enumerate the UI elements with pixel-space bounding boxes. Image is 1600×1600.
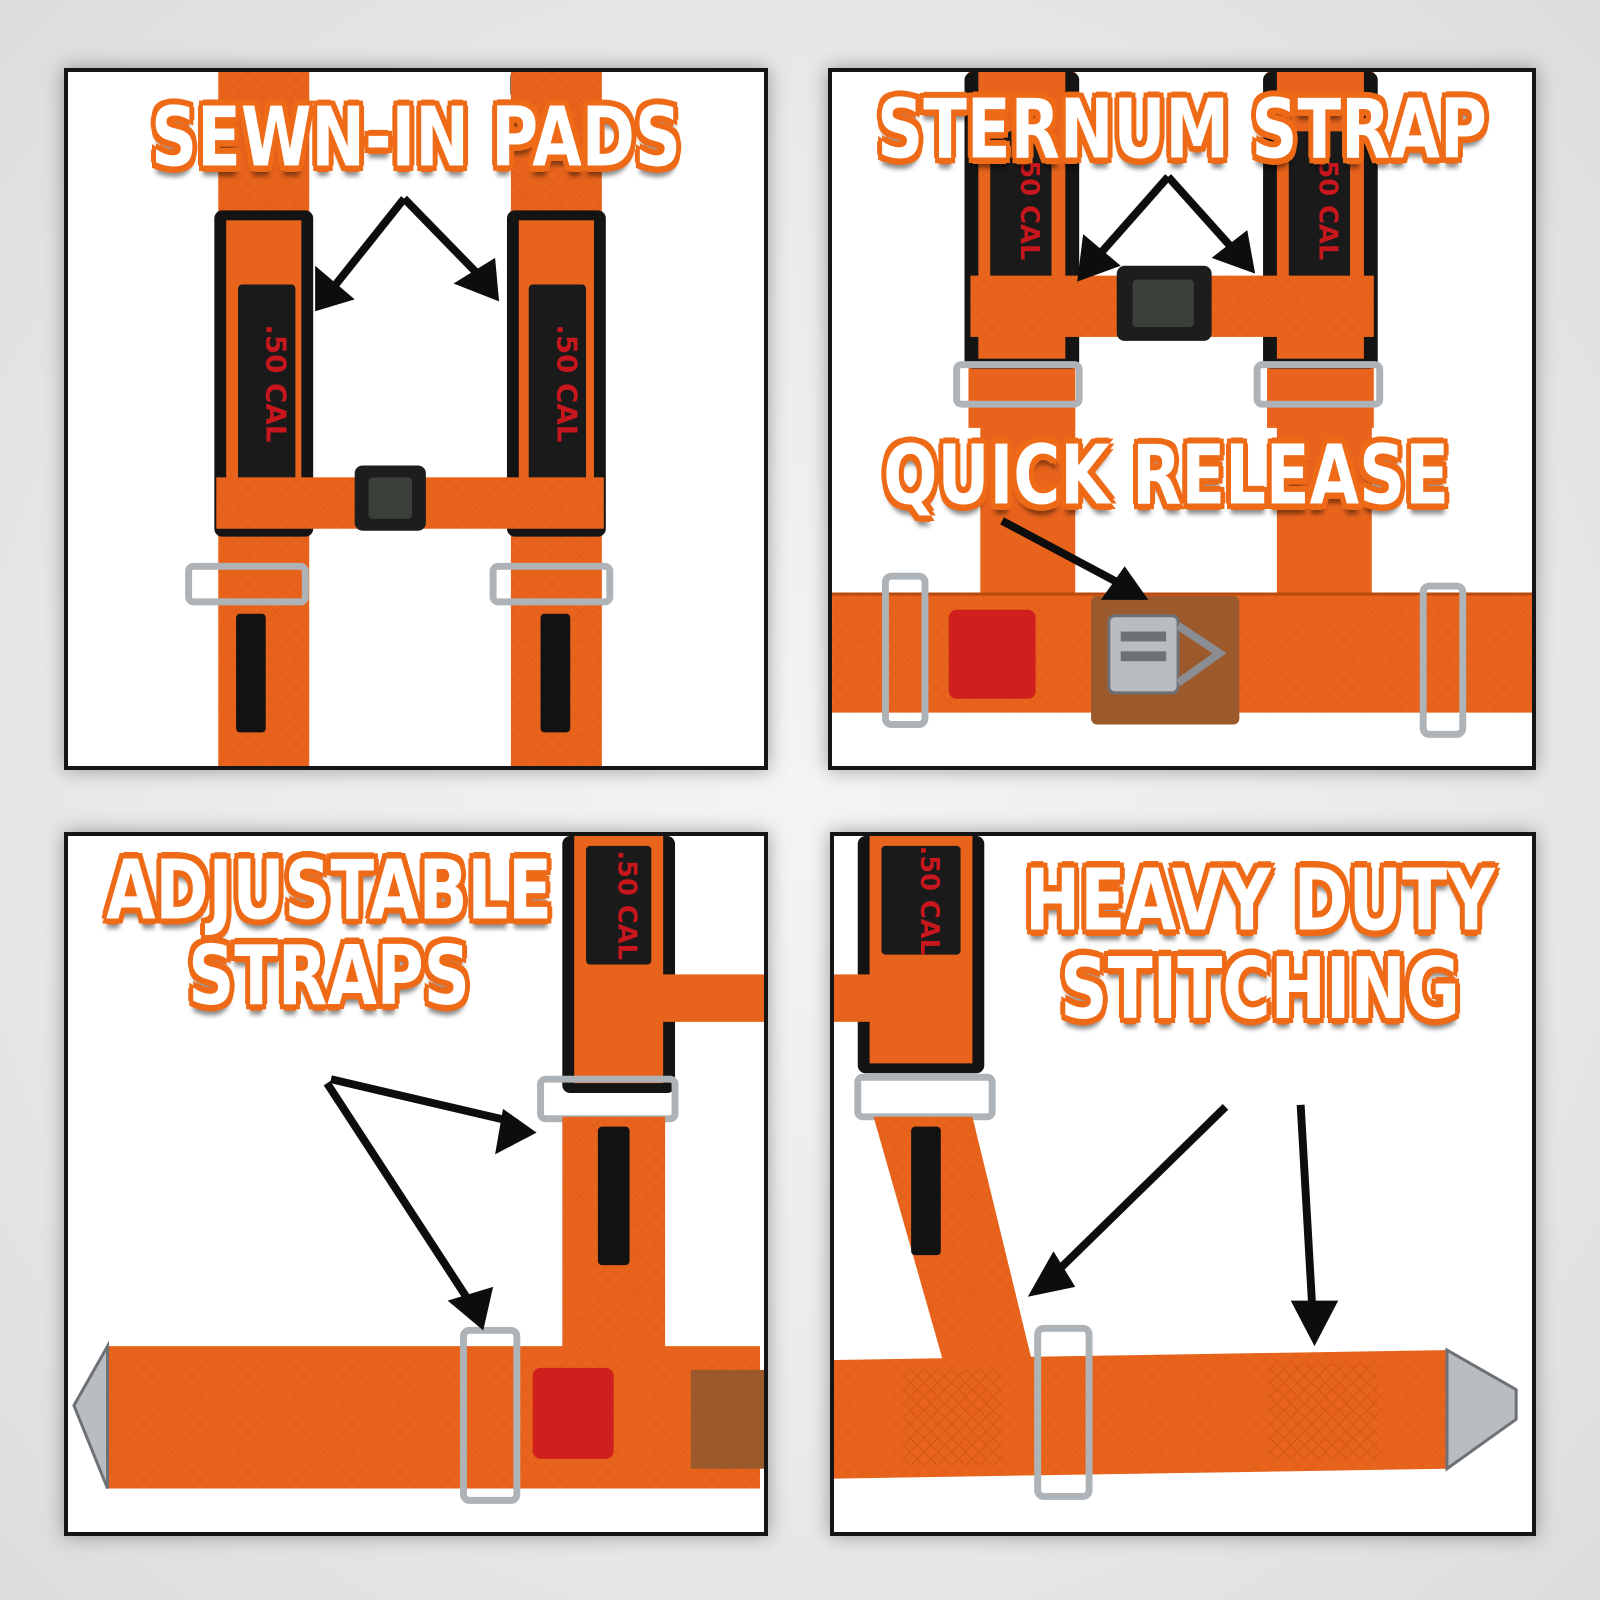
label-adjustable-straps: ADJUSTABLE STRAPS [74, 844, 584, 1025]
arrow-icon [1000, 174, 1241, 590]
label-heavy-duty-stitching: HEAVY DUTY STITCHING [960, 851, 1560, 1039]
label-quick-release: QUICK RELEASE [883, 429, 1449, 525]
strap-logo: .50 CAL [1312, 151, 1342, 261]
stitching-box [903, 1369, 1003, 1465]
adjuster-icon [854, 1073, 996, 1121]
strap-logo: .50 CAL [914, 845, 944, 955]
harness-adjuster-photo: .50 CAL [72, 836, 764, 1504]
adjuster-icon [1253, 361, 1384, 408]
stitching-box [1269, 1363, 1378, 1459]
panel-sewn-in-pads: .50 CAL .50 CAL [64, 68, 768, 770]
adjuster-icon [1034, 1324, 1093, 1500]
adjuster-icon [185, 562, 309, 606]
harness-buckle-photo: .50 CAL .50 CAL [832, 72, 1532, 738]
strap-logo: .50 CAL [612, 850, 642, 960]
adjuster-icon [953, 361, 1083, 408]
harness-stitching-photo: .50 CAL [834, 836, 1518, 1500]
arrow-icon [323, 195, 487, 298]
quick-release-tab [532, 1367, 614, 1459]
arrow-icon [1100, 566, 1149, 600]
adjuster-icon [1419, 582, 1467, 738]
arrow-icon [447, 1286, 494, 1331]
quick-release-tab [948, 609, 1036, 699]
panel-sternum-quick-release: .50 CAL .50 CAL [828, 68, 1536, 770]
arrow-icon [323, 1075, 518, 1307]
label-sternum-strap: STERNUM STRAP [877, 83, 1487, 179]
harness-shoulder-pads-photo: .50 CAL .50 CAL [185, 72, 614, 766]
arrow-icon [1290, 1300, 1339, 1347]
adjuster-icon [881, 572, 929, 728]
arrow-icon [1027, 1251, 1076, 1297]
arrow-icon [1077, 234, 1121, 282]
adjuster-icon [459, 1326, 521, 1504]
label-line: HEAVY DUTY [1025, 851, 1495, 951]
strap-logo: .50 CAL [1014, 151, 1044, 261]
label-line: STRAPS [188, 930, 470, 1025]
arrow-icon [495, 1108, 537, 1155]
label-line: STITCHING [1060, 940, 1460, 1039]
arrow-icon [1050, 1104, 1317, 1313]
adjuster-icon [489, 562, 614, 606]
panel-heavy-duty-stitching: .50 CAL [830, 832, 1536, 1536]
label-line: ADJUSTABLE [105, 844, 553, 939]
strap-logo: .50 CAL [260, 324, 293, 442]
label-sewn-in-pads: SEWN-IN PADS [151, 91, 681, 187]
strap-logo: .50 CAL [550, 324, 583, 442]
arrow-icon [453, 257, 500, 302]
arrow-icon [315, 265, 355, 312]
panel-adjustable-straps: .50 CAL [64, 832, 768, 1536]
arrow-icon [1211, 230, 1256, 274]
